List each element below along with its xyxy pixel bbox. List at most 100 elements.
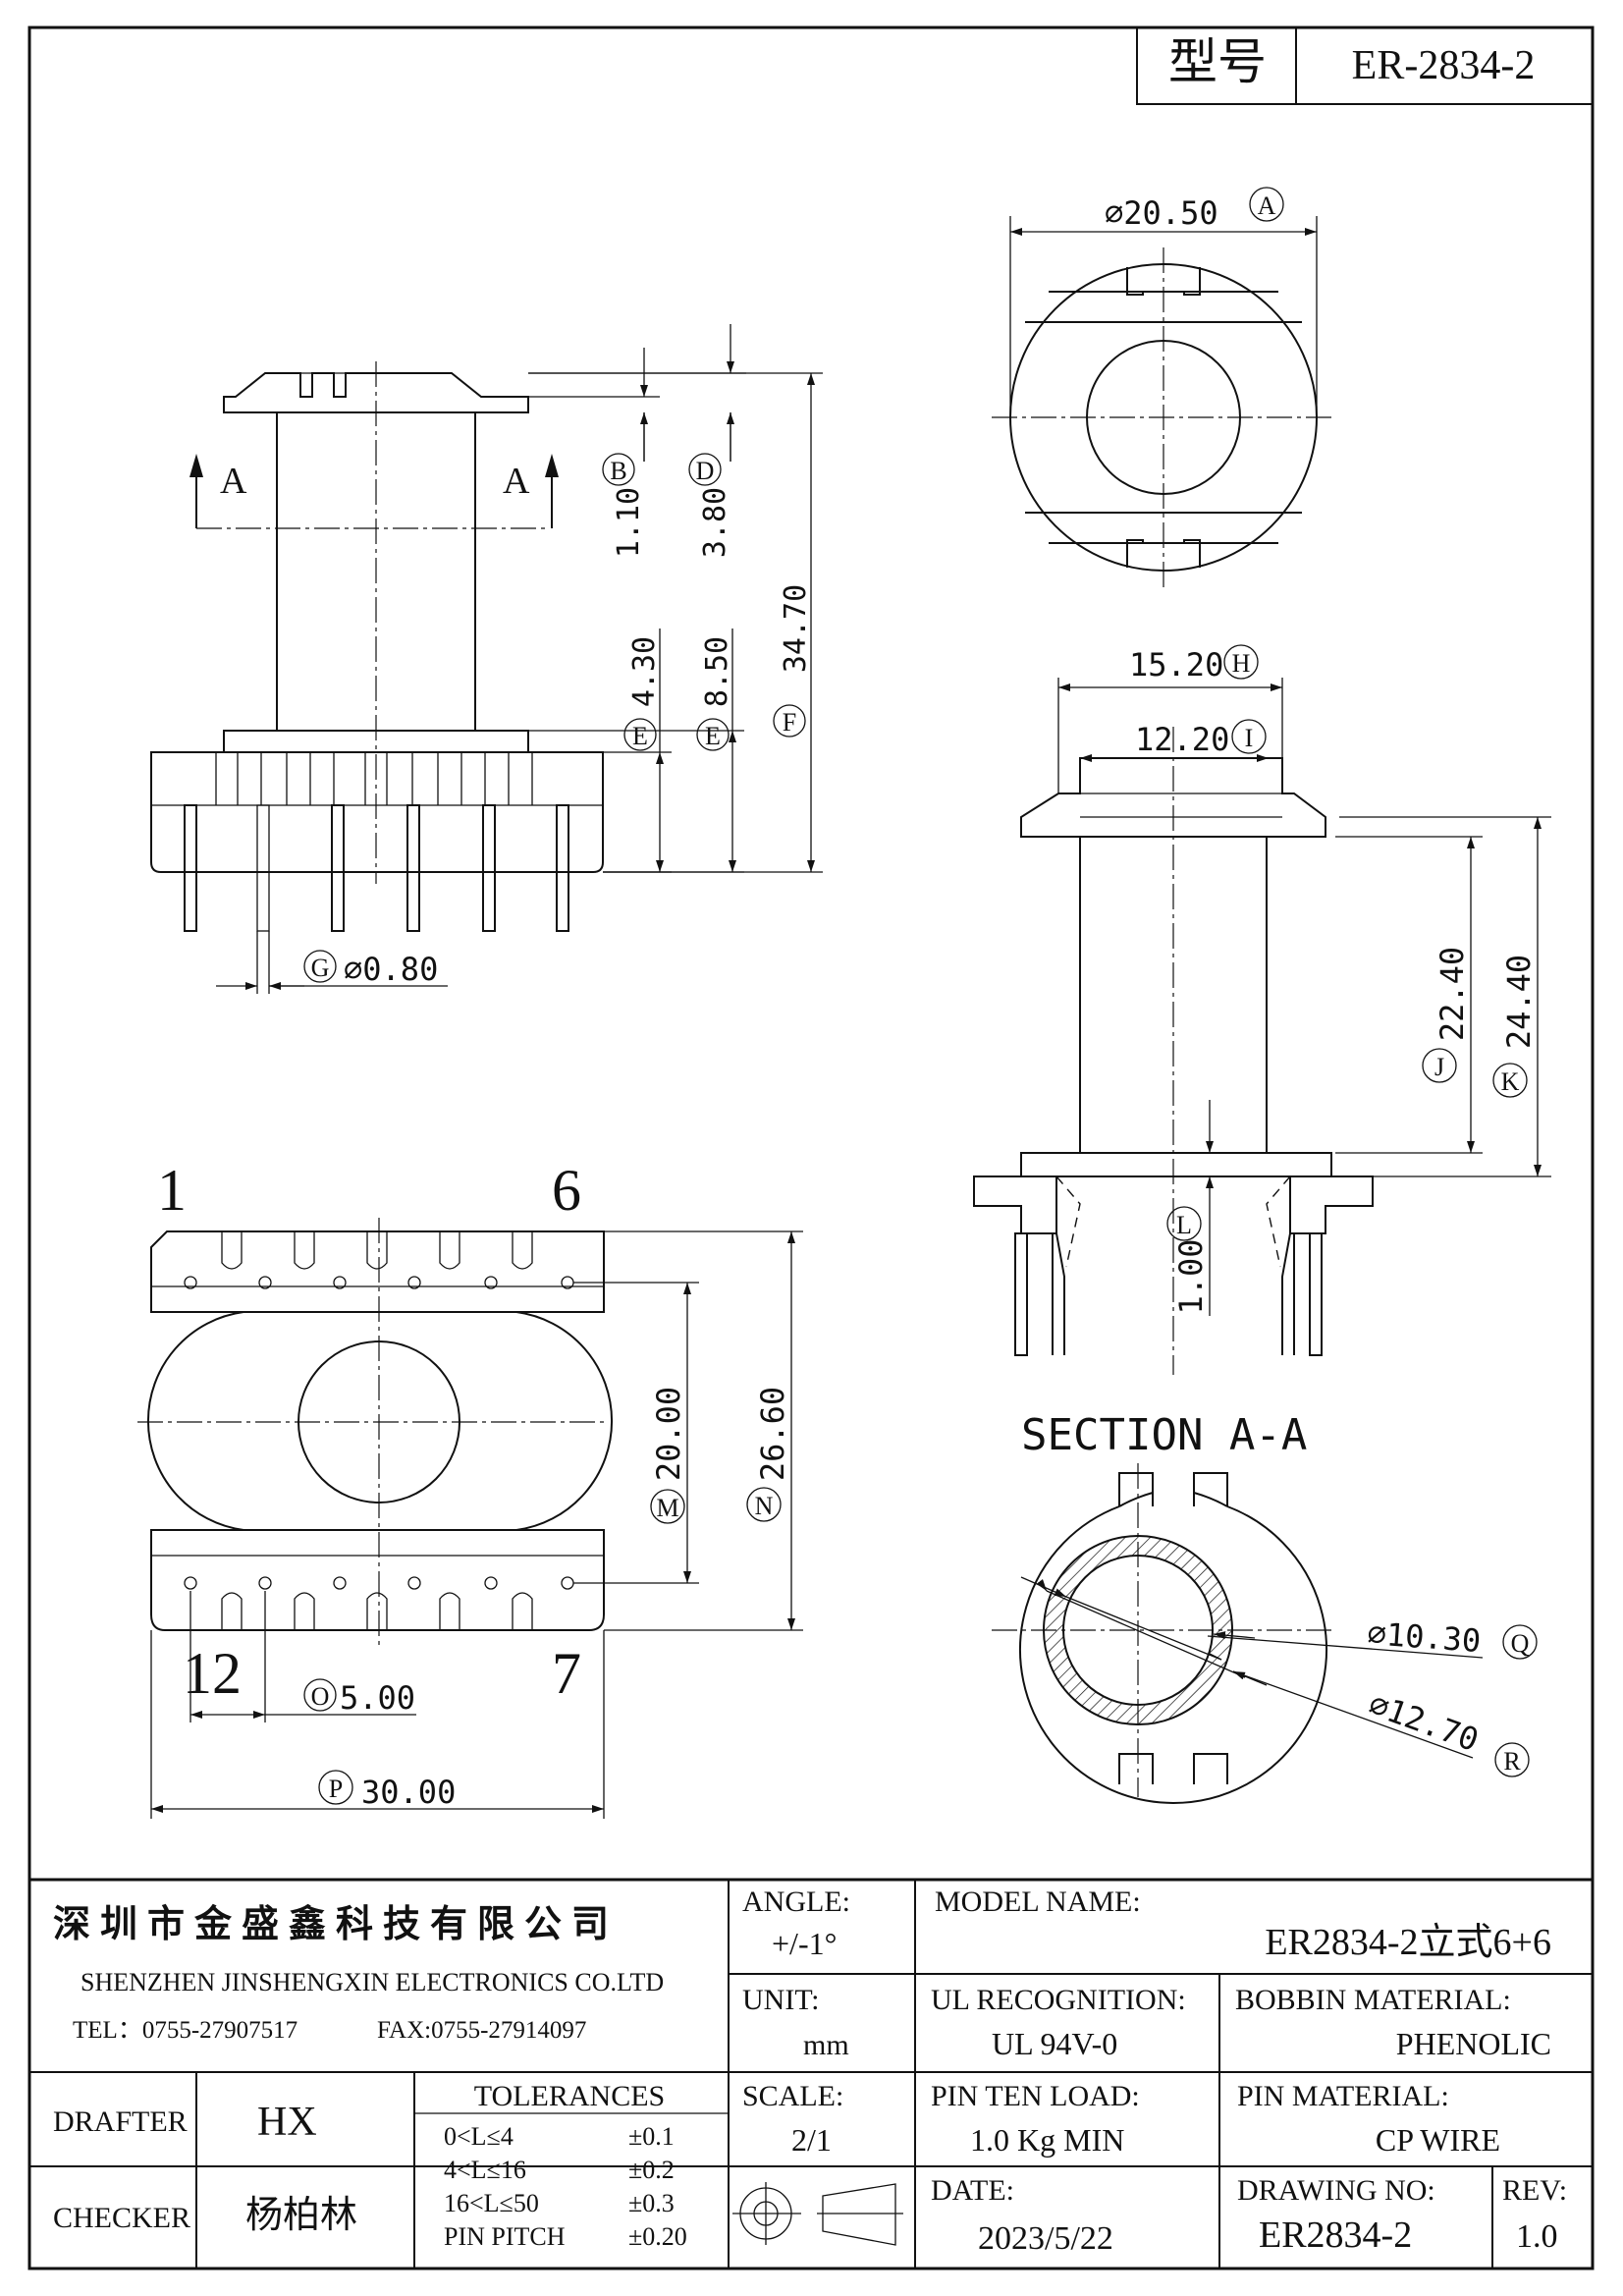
drafter-label: DRAFTER [53, 2105, 188, 2138]
dim-e-tag: E [705, 722, 721, 750]
dim-i-value: 12.20 [1135, 721, 1229, 758]
dim-p-value: 30.00 [361, 1774, 456, 1811]
checker-value: 杨柏林 [245, 2193, 357, 2236]
dim-m-tag: M [656, 1494, 678, 1522]
drafter-value: HX [257, 2100, 317, 2145]
dim-k-tag-circle [1492, 1063, 1528, 1098]
pin-load-value: 1.0 Kg MIN [970, 2122, 1124, 2158]
pin-label-6: 6 [552, 1158, 581, 1223]
dim-q-tag-circle [1502, 1624, 1538, 1660]
top-view: ⌀20.50 A [992, 187, 1335, 589]
drawing-no-label: DRAWING NO: [1237, 2174, 1435, 2207]
pin-material-value: CP WIRE [1376, 2122, 1500, 2158]
bobbin-material-label: BOBBIN MATERIAL: [1235, 1984, 1511, 2016]
dim-g-tag-circle [303, 950, 337, 983]
dim-n-tag: N [755, 1492, 774, 1520]
ul-label: UL RECOGNITION: [931, 1984, 1186, 2016]
section-mark-left: A [220, 461, 247, 502]
section-mark-right: A [503, 461, 530, 502]
dim-q-tag: Q [1511, 1629, 1530, 1658]
tolerance-value-1: ±0.1 [628, 2122, 675, 2151]
section-title: SECTION A-A [1021, 1410, 1307, 1460]
dim-l-tag: L [1176, 1211, 1192, 1239]
dim-d-tag-circle [623, 718, 657, 751]
dim-p-tag-circle [318, 1770, 353, 1805]
dim-i-tag-circle [1231, 719, 1267, 754]
model-name-value: ER2834-2立式6+6 [1265, 1922, 1551, 1963]
dim-a-tag: A [1258, 191, 1276, 220]
dim-o-value: 5.00 [340, 1679, 415, 1717]
bobbin-material-value: PHENOLIC [1396, 2026, 1551, 2061]
dim-h-value: 15.20 [1129, 646, 1223, 683]
dim-j-tag-circle [1422, 1048, 1457, 1083]
tolerance-value-4: ±0.20 [628, 2222, 687, 2251]
section-view: SECTION A-A ⌀10.30 Q ⌀12.70 R [992, 1410, 1538, 1804]
drawing-no-value: ER2834-2 [1259, 2214, 1412, 2256]
dim-c-tag: D [696, 457, 715, 485]
tolerance-range-4: PIN PITCH [444, 2222, 566, 2251]
dim-o-tag-circle [303, 1678, 337, 1712]
tolerance-value-2: ±0.2 [628, 2156, 675, 2184]
dim-h-tag: H [1232, 649, 1251, 678]
pin-label-1: 1 [157, 1158, 187, 1223]
tolerance-value-3: ±0.3 [628, 2189, 675, 2217]
dim-a-value: ⌀20.50 [1105, 194, 1218, 232]
dim-r-tag-circle [1494, 1742, 1530, 1777]
dim-k-tag: K [1501, 1067, 1520, 1096]
dim-p-tag: P [329, 1775, 343, 1803]
rev-value: 1.0 [1516, 2218, 1558, 2255]
tolerance-range-1: 0<L≤4 [444, 2122, 514, 2151]
model-label: 型号 [1168, 33, 1267, 90]
model-title-box: 型号 ER-2834-2 [1136, 27, 1594, 105]
dim-j-tag: J [1434, 1053, 1444, 1081]
dim-e-tag-circle [696, 718, 730, 751]
dim-m-tag-circle [650, 1489, 685, 1524]
dim-g-tag: G [311, 954, 330, 982]
rev-label: REV: [1502, 2174, 1567, 2207]
dim-f-tag: F [783, 708, 796, 737]
dim-r-tag: R [1503, 1747, 1521, 1776]
dim-f-value: 34.70 [779, 584, 813, 673]
dim-b-value: 1.10 [612, 487, 646, 558]
unit-value: mm [803, 2029, 849, 2061]
pin-label-7: 7 [552, 1641, 581, 1706]
dim-n-tag-circle [746, 1487, 782, 1522]
company-name-cn: 深圳市金盛鑫科技有限公司 [53, 1902, 619, 1945]
bottom-view: 1 6 12 7 [137, 1158, 803, 1819]
dim-d-value: 4.30 [627, 636, 662, 707]
dim-l-value: 1.00 [1172, 1238, 1210, 1314]
dim-g-value: ⌀0.80 [344, 951, 438, 988]
dim-a-tag-circle [1249, 187, 1284, 222]
dim-j-value: 22.40 [1434, 947, 1471, 1041]
tolerance-range-2: 4<L≤16 [444, 2156, 526, 2184]
dim-l-tag-circle [1166, 1206, 1202, 1241]
drawing-frame [27, 26, 1595, 2270]
date-label: DATE: [931, 2174, 1014, 2207]
title-block: 深圳市金盛鑫科技有限公司 SHENZHEN JINSHENGXIN ELECTR… [29, 1878, 1593, 2269]
projection-symbol [732, 2182, 903, 2246]
company-name-en: SHENZHEN JINSHENGXIN ELECTRONICS CO.LTD [81, 1968, 664, 1996]
pin-load-label: PIN TEN LOAD: [931, 2080, 1140, 2112]
dim-c-tag-circle [688, 453, 722, 486]
dim-h-tag-circle [1223, 644, 1259, 680]
dim-f-tag-circle [773, 704, 806, 738]
dim-b-tag-circle [602, 453, 635, 486]
ul-value: UL 94V-0 [992, 2026, 1117, 2061]
checker-label: CHECKER [53, 2202, 190, 2234]
tolerances-label: TOLERANCES [474, 2080, 665, 2112]
pin-material-label: PIN MATERIAL: [1237, 2080, 1449, 2112]
model-name-label: MODEL NAME: [935, 1886, 1141, 1918]
dim-m-value: 20.00 [650, 1387, 687, 1481]
dim-q-value: ⌀10.30 [1366, 1614, 1482, 1660]
dim-k-value: 24.40 [1500, 955, 1538, 1049]
dim-e-value: 8.50 [700, 636, 734, 707]
dim-n-value: 26.60 [754, 1387, 791, 1481]
model-number: ER-2834-2 [1352, 43, 1536, 88]
side-view: 15.20 H 12.20 I 22.40 J 24.40 K L 1.00 [973, 644, 1551, 1375]
company-fax: FAX:0755-27914097 [377, 2017, 586, 2044]
dim-b-tag: B [610, 457, 626, 485]
angle-value: +/-1° [772, 1926, 837, 1961]
front-view: A A 1.10 B 3.80 D 34.70 F 4.30 E [150, 324, 823, 994]
company-tel: TEL：0755-27907517 [73, 2017, 298, 2044]
